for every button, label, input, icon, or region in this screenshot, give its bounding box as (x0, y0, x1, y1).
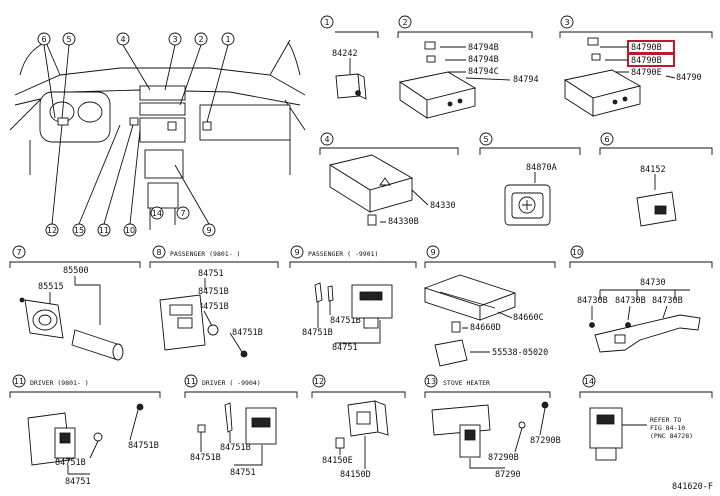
part-84870a: 84870A (526, 163, 557, 173)
section-3-number: 3 (564, 18, 569, 27)
section-1-part: 84242 (332, 49, 367, 100)
part-84150e: 84150E (322, 456, 353, 466)
callout-6: 6 (41, 35, 46, 44)
section-9-part: 84751B 84751B 84751 (302, 282, 393, 353)
part-84751b-s8-3: 84751B (232, 328, 263, 338)
section-2-part: 84794B 84794B 84794C 84794 (398, 41, 539, 119)
part-84751b-s9-2: 84751B (330, 316, 361, 326)
part-87290b-1: 87290B (530, 436, 561, 446)
section-3-part: 84790B 84790B 84790E 84790 (563, 37, 702, 117)
part-84730b-3: 84730B (652, 296, 683, 306)
callout-4: 4 (120, 35, 125, 44)
part-84242: 84242 (332, 49, 358, 59)
section-12-part: 84751B 84751B 84751 (27, 403, 159, 487)
section-12-number: 11 (14, 377, 24, 386)
part-84330: 84330 (430, 201, 456, 211)
section-15-part: 87290B 87290B 87290 (431, 401, 561, 480)
section-15-title: STOVE HEATER (443, 379, 490, 387)
callout-10: 10 (125, 226, 135, 235)
section-headers: 1 2 3 4 5 6 7 8 PASSENGER (9801- ) 9 PAS… (9, 15, 713, 398)
callout-1: 1 (225, 35, 230, 44)
section-7-number: 7 (16, 248, 21, 257)
part-84152: 84152 (640, 165, 666, 175)
refer-line-2: FIG 84-10 (650, 424, 685, 432)
part-84794c: 84794C (468, 67, 499, 77)
part-84790b-1: 84790B (631, 43, 662, 53)
part-84150d: 84150D (340, 470, 371, 480)
refer-line-3: (PNC 84728) (650, 432, 693, 440)
part-84790e: 84790E (631, 68, 662, 78)
callout-11: 11 (99, 226, 109, 235)
part-87290b-2: 87290B (488, 453, 519, 463)
section-5-number: 5 (483, 135, 488, 144)
section-15-number: 13 (426, 377, 436, 386)
section-12-title: DRIVER (9801- ) (30, 379, 89, 387)
section-8-part: 84751 84751B 84751B 84751B (159, 269, 263, 358)
part-84751-s12: 84751 (65, 477, 91, 487)
part-84730b-2: 84730B (615, 296, 646, 306)
part-84751-s8: 84751 (198, 269, 224, 279)
part-84751b-s9-1: 84751B (302, 328, 333, 338)
section-7-part: 85500 85515 (19, 266, 124, 361)
section-16-number: 14 (584, 377, 594, 386)
refer-line-1: REFER TO (650, 416, 681, 424)
part-84751-s13: 84751 (230, 468, 256, 478)
part-84751b-s8-1: 84751B (198, 287, 229, 297)
section-14-number: 12 (314, 377, 324, 386)
section-13-title: DRIVER ( -9904) (202, 379, 261, 387)
callout-15: 15 (74, 226, 84, 235)
section-13-number: 11 (186, 377, 196, 386)
section-1-number: 1 (324, 18, 329, 27)
section-11-number: 10 (572, 248, 582, 257)
part-84660d: 84660D (470, 323, 501, 333)
section-14-part: 84150E 84150D (322, 400, 389, 480)
part-84330b: 84330B (388, 217, 419, 227)
overview-callouts: 6 5 4 3 2 1 12 15 11 10 14 7 9 (37, 32, 235, 237)
part-55538-05020: 55538-05020 (492, 348, 548, 358)
section-16-part: REFER TO FIG 84-10 (PNC 84728) (589, 407, 693, 461)
part-87290: 87290 (495, 470, 521, 480)
callout-12: 12 (47, 226, 57, 235)
part-84730b-1: 84730B (577, 296, 608, 306)
section-5-part: 84870A (504, 163, 557, 226)
part-84794: 84794 (513, 75, 539, 85)
part-84730: 84730 (640, 278, 666, 288)
part-84751b-s12-2: 84751B (55, 458, 86, 468)
part-84751b-s13-2: 84751B (190, 453, 221, 463)
footer-code: 841620-F (672, 482, 713, 492)
section-11-part: 84730 84730B 84730B 84730B (577, 278, 701, 353)
part-84751b-s12-1: 84751B (128, 441, 159, 451)
part-84790b-2: 84790B (631, 56, 662, 66)
callout-5: 5 (66, 35, 71, 44)
section-4-number: 4 (324, 135, 329, 144)
section-9-number: 9 (294, 248, 299, 257)
section-8-title: PASSENGER (9801- ) (170, 250, 240, 258)
section-4-part: 84330 84330B (328, 154, 456, 227)
part-84794b-1: 84794B (468, 43, 499, 53)
section-6-part: 84152 (636, 165, 677, 227)
section-13-part: 84751B 84751B 84751 (190, 402, 277, 478)
callout-2: 2 (198, 35, 203, 44)
section-10-number: 9 (430, 248, 435, 257)
part-84790: 84790 (676, 73, 702, 83)
part-84751-s9: 84751 (332, 343, 358, 353)
part-84660c: 84660C (513, 313, 544, 323)
section-6-number: 6 (604, 135, 609, 144)
part-84751b-s13-1: 84751B (220, 443, 251, 453)
part-85515: 85515 (38, 282, 64, 292)
part-85500: 85500 (63, 266, 89, 276)
callout-14: 14 (152, 209, 162, 218)
section-9-title: PASSENGER ( -9901) (308, 250, 378, 258)
section-2-number: 2 (402, 18, 407, 27)
part-84751b-s8-2: 84751B (198, 302, 229, 312)
section-8-number: 8 (156, 248, 161, 257)
part-84794b-2: 84794B (468, 55, 499, 65)
callout-3: 3 (172, 35, 177, 44)
callout-7: 7 (180, 209, 185, 218)
callout-9: 9 (206, 226, 211, 235)
section-10-part: 84660C 84660D 55538-05020 (423, 274, 548, 367)
